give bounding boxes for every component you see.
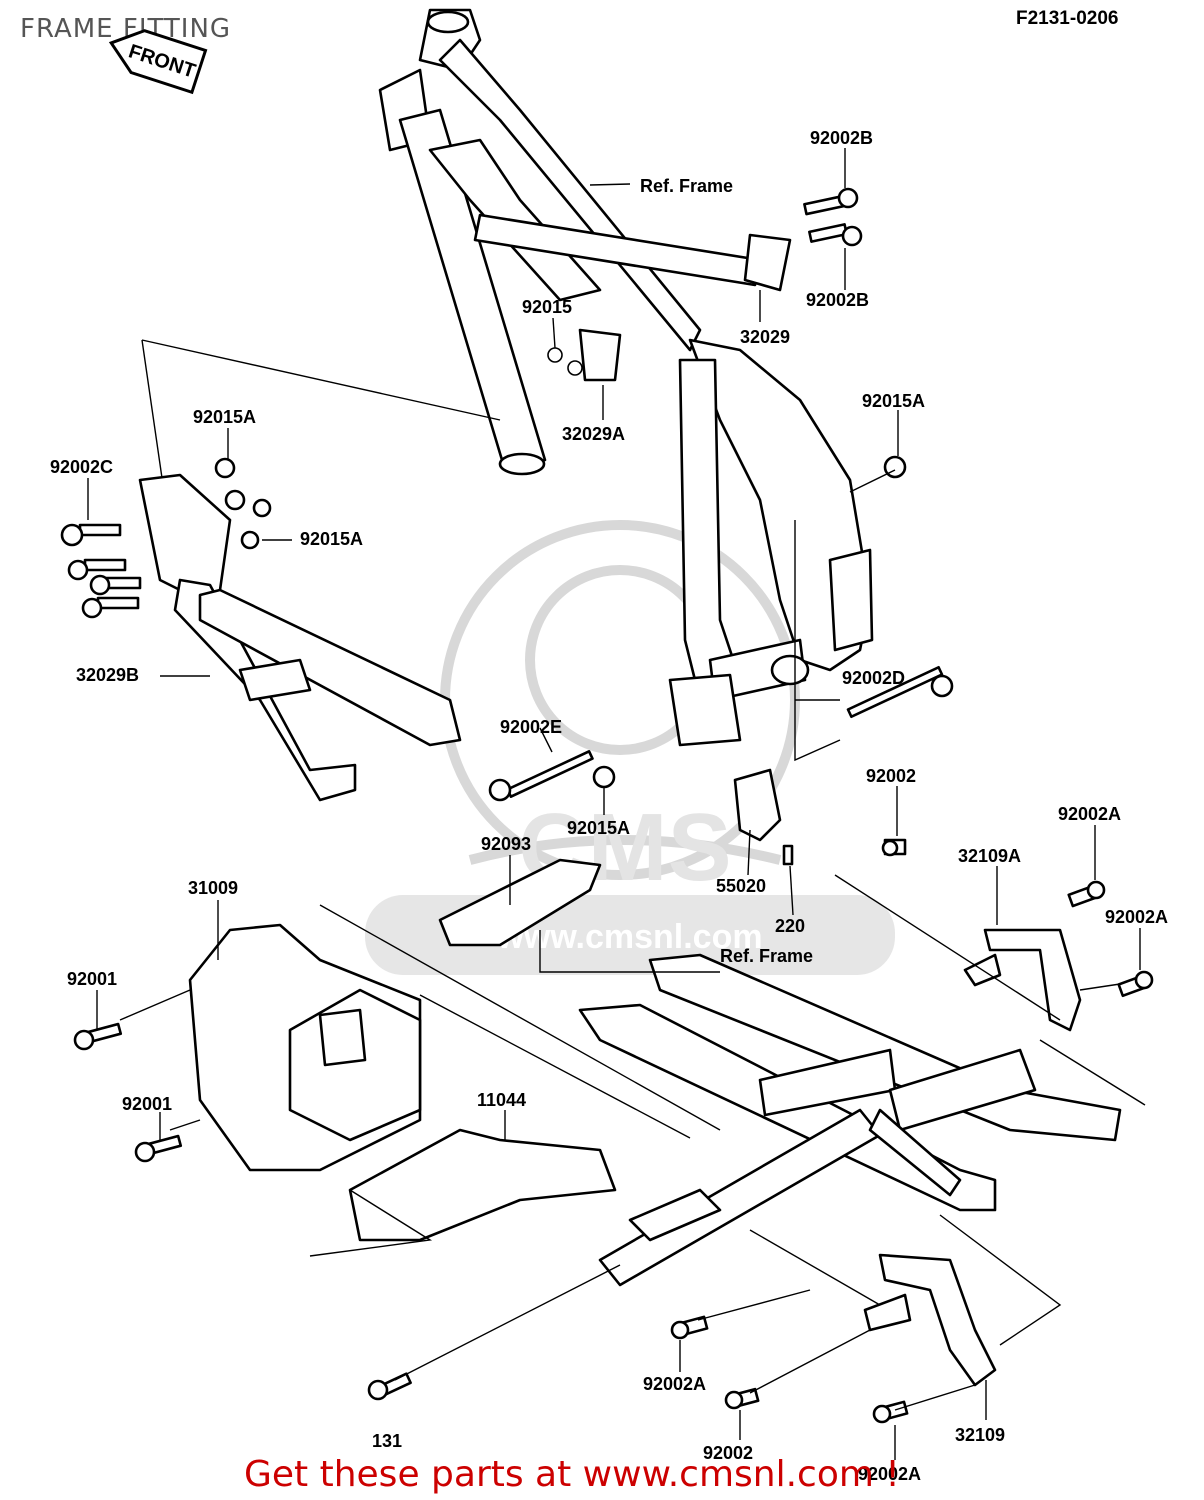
bolt-131-icon bbox=[367, 1372, 412, 1401]
bolt-92002e-icon bbox=[488, 750, 594, 802]
label-92015a-right: 92015A bbox=[862, 391, 925, 411]
bolt-92002-bottom-icon bbox=[724, 1387, 760, 1410]
label-92002-bottom: 92002 bbox=[703, 1443, 753, 1463]
label-32109: 32109 bbox=[955, 1425, 1005, 1445]
footer-parts-link[interactable]: Get these parts at www.cmsnl.com ! bbox=[244, 1454, 900, 1495]
label-11044: 11044 bbox=[477, 1090, 526, 1110]
bolt-92002b-mid-icon bbox=[808, 223, 863, 247]
part-labels: Ref. Frame 92002B 92002B 32029 92015 320… bbox=[50, 128, 1168, 1484]
bolt-92002d-icon bbox=[846, 665, 954, 719]
label-131: 131 bbox=[372, 1431, 402, 1451]
label-32029a: 32029A bbox=[562, 424, 625, 444]
label-92002b-mid: 92002B bbox=[806, 290, 869, 310]
bolt-92001-top-icon bbox=[73, 1022, 123, 1051]
bolt-92002c-3-icon bbox=[89, 574, 142, 596]
label-92001-bottom: 92001 bbox=[122, 1094, 172, 1114]
label-55020: 55020 bbox=[716, 876, 766, 896]
nut-92015a-center-icon bbox=[592, 765, 616, 789]
label-92015a-left-top: 92015A bbox=[193, 407, 256, 427]
label-92002d: 92002D bbox=[842, 668, 905, 688]
guard-55020 bbox=[733, 768, 782, 842]
label-92001-top: 92001 bbox=[67, 969, 117, 989]
bolt-92002a-right-top-icon bbox=[1067, 880, 1106, 908]
lower-frame bbox=[578, 953, 1122, 1287]
nut-92015a-left-icon bbox=[214, 457, 272, 550]
bolt-92002-right-icon bbox=[881, 838, 907, 857]
label-92002e: 92002E bbox=[500, 717, 562, 737]
bolt-92001-bottom-icon bbox=[134, 1134, 183, 1163]
bolt-92002a-right-mid-icon bbox=[1117, 970, 1154, 998]
label-220: 220 bbox=[775, 916, 805, 936]
bolt-92002a-bottom-icon bbox=[872, 1400, 909, 1424]
label-92002a-right-top: 92002A bbox=[1058, 804, 1121, 824]
label-32109a: 32109A bbox=[958, 846, 1021, 866]
bolt-92002b-top-icon bbox=[803, 187, 859, 216]
fasteners bbox=[60, 187, 1154, 1424]
label-92093: 92093 bbox=[481, 834, 531, 854]
label-ref-frame-top: Ref. Frame bbox=[640, 176, 733, 196]
label-32029b: 32029B bbox=[76, 665, 139, 685]
strap-92093 bbox=[438, 858, 602, 947]
leader-lines bbox=[87, 148, 1146, 1460]
label-92002a-bottom-left: 92002A bbox=[643, 1374, 706, 1394]
label-92015: 92015 bbox=[522, 297, 572, 317]
label-92002c: 92002C bbox=[50, 457, 113, 477]
bolt-92002c-icon bbox=[60, 523, 122, 547]
watermark-text: www.cmsnl.com bbox=[496, 918, 762, 956]
label-32029: 32029 bbox=[740, 327, 790, 347]
main-frame bbox=[378, 8, 874, 747]
bracket-32109a bbox=[963, 928, 1082, 1032]
doc-code: F2131-0206 bbox=[1016, 8, 1119, 29]
label-92002b-top: 92002B bbox=[810, 128, 873, 148]
screw-220-icon bbox=[782, 844, 794, 866]
bracket-32109 bbox=[863, 1253, 997, 1387]
label-31009: 31009 bbox=[188, 878, 238, 898]
label-92002a-right-mid: 92002A bbox=[1105, 907, 1168, 927]
front-arrow-icon: FRONT bbox=[108, 29, 208, 95]
cover-11044 bbox=[348, 1128, 617, 1242]
label-92002-right: 92002 bbox=[866, 766, 916, 786]
bolt-92002c-2-icon bbox=[67, 558, 127, 581]
bracket-32029b bbox=[138, 473, 462, 802]
bolt-92002c-4-icon bbox=[81, 596, 140, 619]
bolt-92002a-bottom-left-icon bbox=[670, 1315, 709, 1340]
label-92002a-bottom: 92002A bbox=[858, 1464, 921, 1484]
label-ref-frame-bottom: Ref. Frame bbox=[720, 946, 813, 966]
battery-case-31009 bbox=[188, 923, 422, 1172]
label-92015a-center: 92015A bbox=[567, 818, 630, 838]
label-92015a-left-mid: 92015A bbox=[300, 529, 363, 549]
